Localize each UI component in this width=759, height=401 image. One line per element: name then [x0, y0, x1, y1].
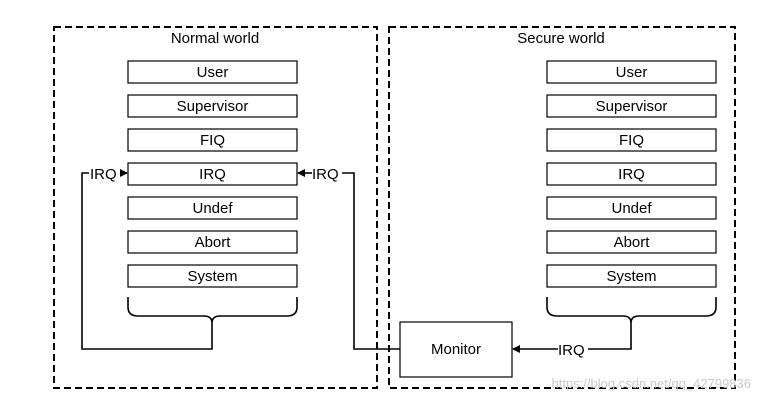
irq-secure-label: IRQ [558, 342, 585, 359]
monitor-label: Monitor [431, 341, 481, 358]
normal-mode-box-user [127, 60, 298, 84]
normal-mode-label-user: User [197, 64, 229, 81]
normal-world-modes: User Supervisor FIQ IRQ Undef Abort Syst… [127, 60, 298, 288]
secure-mode-box-irq [546, 162, 717, 186]
normal-mode-label-undef: Undef [192, 200, 233, 217]
secure-mode-box-user [546, 60, 717, 84]
secure-mode-label-undef: Undef [611, 200, 652, 217]
normal-mode-box-undef [127, 196, 298, 220]
normal-mode-label-abort: Abort [195, 234, 232, 251]
irq-left-label: IRQ [90, 166, 117, 183]
secure-world-title: Secure world [517, 30, 605, 47]
normal-mode-label-irq: IRQ [199, 166, 226, 183]
normal-mode-box-system [127, 264, 298, 288]
secure-mode-box-fiq [546, 128, 717, 152]
irq-right-label: IRQ [312, 166, 339, 183]
secure-mode-label-fiq: FIQ [619, 132, 644, 149]
secure-mode-label-abort: Abort [614, 234, 651, 251]
normal-mode-label-fiq: FIQ [200, 132, 225, 149]
secure-world-boundary [388, 26, 736, 389]
irq-left-connector [81, 172, 213, 350]
normal-world-title: Normal world [171, 30, 259, 47]
normal-mode-label-system: System [187, 268, 237, 285]
normal-mode-box-abort [127, 230, 298, 254]
secure-mode-box-abort [546, 230, 717, 254]
irq-secure-connector [588, 323, 632, 350]
secure-mode-label-supervisor: Supervisor [596, 98, 668, 115]
secure-mode-box-supervisor [546, 94, 717, 118]
secure-mode-label-user: User [616, 64, 648, 81]
secure-mode-label-system: System [606, 268, 656, 285]
secure-mode-box-undef [546, 196, 717, 220]
normal-mode-box-fiq [127, 128, 298, 152]
secure-world-brace [546, 297, 717, 324]
irq-right-connector [342, 172, 400, 350]
normal-mode-label-supervisor: Supervisor [177, 98, 249, 115]
watermark-text: https://blog.csdn.net/qq_42799836 [552, 376, 752, 391]
secure-world-modes: User Supervisor FIQ IRQ Undef Abort Syst… [546, 60, 717, 288]
monitor-box [399, 321, 513, 378]
secure-mode-box-system [546, 264, 717, 288]
normal-world-brace [127, 297, 298, 324]
normal-mode-box-supervisor [127, 94, 298, 118]
secure-mode-label-irq: IRQ [618, 166, 645, 183]
